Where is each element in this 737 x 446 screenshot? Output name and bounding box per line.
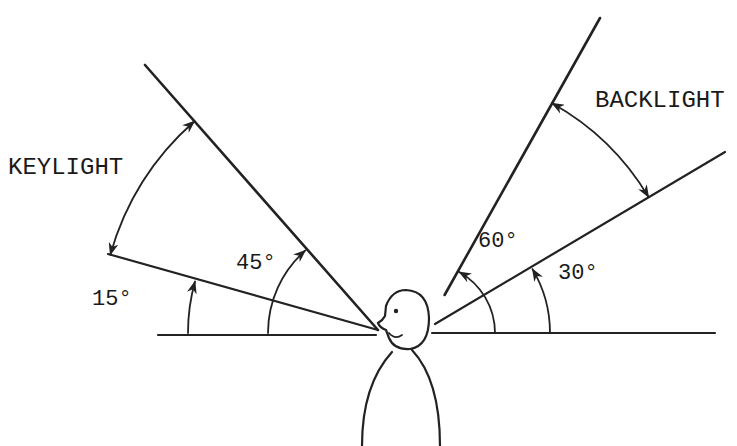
keylight-ray (145, 65, 378, 330)
light-name: KEYLIGHT (8, 155, 123, 181)
range-arc (110, 121, 194, 255)
range-arc (552, 103, 649, 197)
light-name: BACKLIGHT (595, 88, 725, 114)
angle-value: 15° (92, 288, 132, 312)
angle-arc (459, 272, 495, 333)
mouth (389, 333, 402, 337)
angle-value: 30° (558, 262, 598, 286)
angle-arc (533, 269, 551, 333)
angle-arc (188, 282, 195, 334)
angle-value: 60° (478, 230, 518, 254)
body-outline (362, 352, 392, 446)
backlight-ray (435, 152, 725, 324)
head-outline (378, 290, 429, 349)
angle-value: 45° (236, 252, 276, 276)
horizon-line (158, 334, 376, 336)
eye-dot (394, 309, 398, 313)
backlight-ray (445, 18, 600, 295)
horizon-line (432, 332, 715, 334)
body-outline (412, 350, 440, 446)
